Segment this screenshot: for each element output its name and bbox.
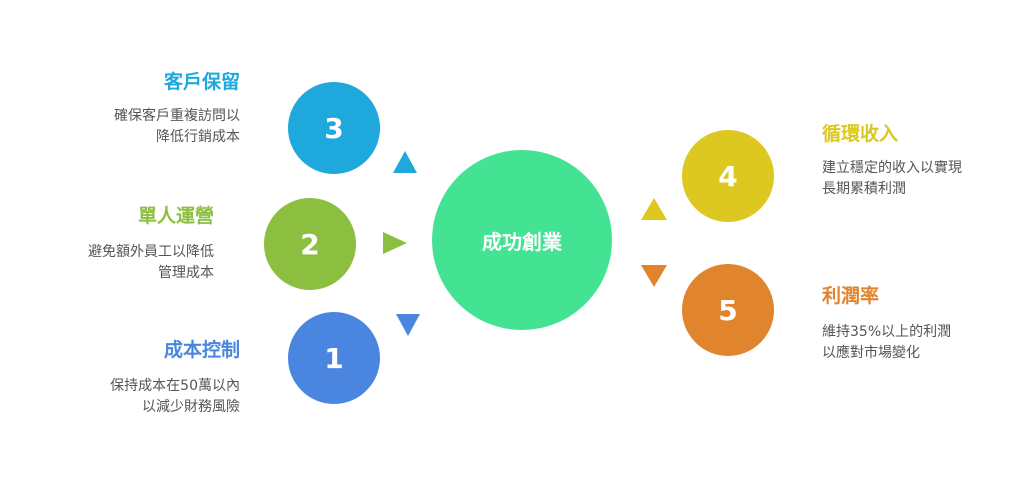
node-1-number: 1 [324,341,344,375]
arrow-down-triangle-icon-orange [641,265,667,287]
node-2-desc-line-1: 避免額外員工以降低 [88,244,214,260]
node-1-title: 成本控制 [163,339,240,361]
node-5-number: 5 [718,293,738,327]
node-1-desc-line-2: 以減少財務風險 [142,399,240,415]
arrow-down-triangle-icon-blue [396,314,420,336]
hub-label: 成功創業 [482,229,562,254]
arrow-right-triangle-icon-green [383,232,407,254]
node-3-title: 客戶保留 [163,71,240,93]
node-2-description: 避免額外員工以降低 管理成本 [88,242,214,284]
node-3-desc-line-2: 降低行銷成本 [156,129,240,145]
node-2-circle: 2 [264,198,356,290]
arrow-up-triangle-icon-yellow [641,198,667,220]
node-1-desc-line-1: 保持成本在50萬以內 [110,378,240,394]
node-4-title: 循環收入 [822,123,899,145]
node-2-number: 2 [300,227,320,261]
node-2-title: 單人運營 [137,205,214,227]
node-5-title: 利潤率 [822,285,880,307]
node-4-number: 4 [718,159,738,193]
node-4-desc-line-1: 建立穩定的收入以實現 [822,160,962,176]
node-5-description: 維持35%以上的利潤 以應對市場變化 [822,322,951,364]
node-5-desc-line-1: 維持35%以上的利潤 [822,324,952,340]
node-1-description: 保持成本在50萬以內 以減少財務風險 [110,376,240,418]
node-3-description: 確保客戶重複訪問以 降低行銷成本 [114,106,240,148]
hub-circle: 成功創業 [432,150,612,330]
node-3-circle: 3 [288,82,380,174]
node-4-desc-line-2: 長期累積利潤 [822,181,906,197]
node-1-circle: 1 [288,312,380,404]
node-5-circle: 5 [682,264,774,356]
node-4-description: 建立穩定的收入以實現 長期累積利潤 [822,158,962,200]
node-5-desc-line-2: 以應對市場變化 [822,345,920,361]
node-3-number: 3 [324,111,344,145]
node-3-desc-line-1: 確保客戶重複訪問以 [114,108,240,124]
arrow-up-triangle-icon-blue [393,151,417,173]
node-2-desc-line-2: 管理成本 [158,265,214,281]
node-4-circle: 4 [682,130,774,222]
